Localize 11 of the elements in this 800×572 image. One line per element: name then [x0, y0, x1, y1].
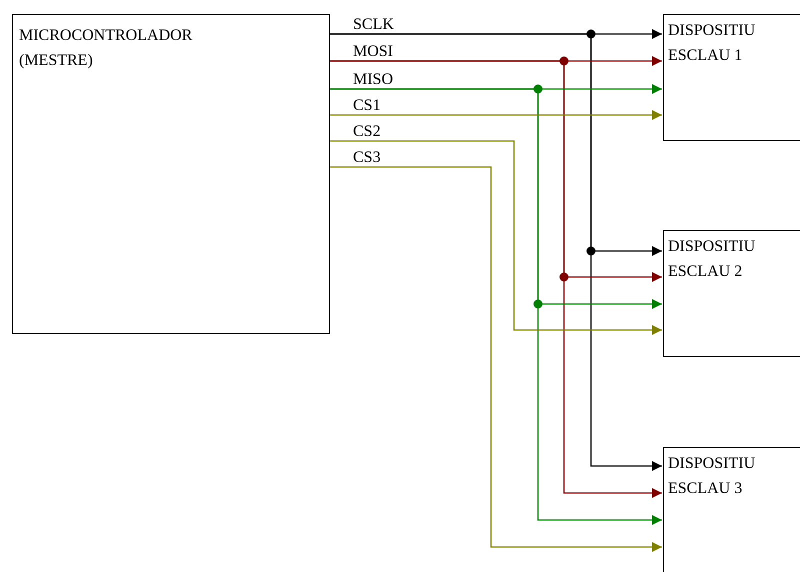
device-name: MICROCONTROLADOR (MESTRE): [19, 26, 194, 71]
slave-device-box: [663, 14, 800, 141]
signal-line: [330, 110, 662, 120]
device-name: DISPOSITIU ESCLAU 2: [668, 237, 756, 282]
master-box: [12, 14, 330, 334]
signal-line: [330, 140, 662, 335]
slave-device-box: [663, 230, 800, 357]
device-name: DISPOSITIU ESCLAU 3: [668, 454, 756, 499]
slave-device-box: [663, 447, 800, 572]
signal-line: [330, 166, 662, 552]
device-name: DISPOSITIU ESCLAU 1: [668, 21, 756, 66]
